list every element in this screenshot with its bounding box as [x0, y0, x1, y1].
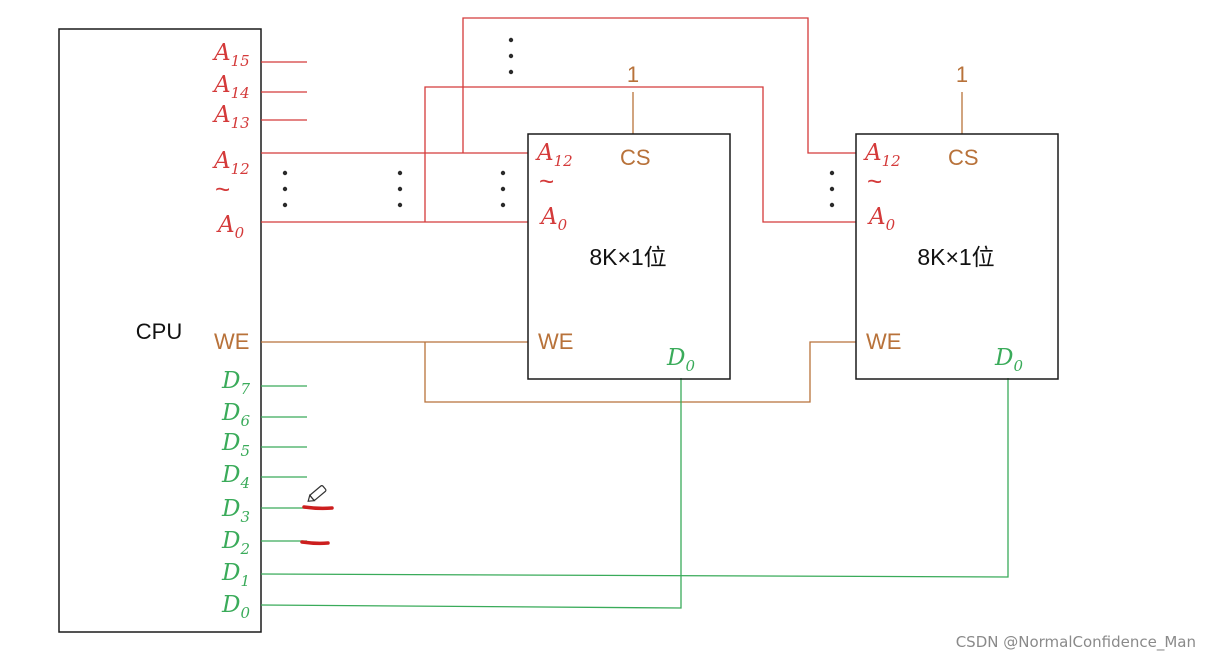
cpu-pin-d1: D1 — [221, 560, 250, 590]
chip-1-pin-a12: A12 — [535, 140, 573, 170]
cpu-pin-a12: A12 — [212, 148, 250, 178]
chip-2-pin-we: WE — [866, 329, 901, 354]
cpu-pin-a15: A15 — [212, 40, 250, 70]
chip-2-cs-label: CS — [948, 145, 979, 170]
watermark: CSDN @NormalConfidence_Man — [956, 633, 1196, 652]
chip-1-cs-label: CS — [620, 145, 651, 170]
wire-a12-to-chip2 — [462, 17, 856, 154]
dots-cpu-side — [282, 170, 288, 176]
cpu-pin-d3: D3 — [221, 496, 250, 526]
we-wires — [261, 92, 963, 403]
cpu-pin-d2: D2 — [221, 528, 250, 558]
cpu-range-mark: ~ — [215, 174, 230, 204]
red-mark-d3 — [302, 505, 334, 511]
chip-2-box — [855, 133, 1059, 380]
dots-chip2-side — [829, 170, 835, 176]
ellipsis-dots — [282, 37, 835, 208]
chip-1: 1 CS A12 ~ A0 8K×1位 WE D0 — [527, 62, 731, 380]
chip-2-range-mark: ~ — [867, 166, 882, 196]
cpu-pin-d0: D0 — [221, 592, 250, 622]
dots-chip1-side — [500, 170, 506, 176]
cpu-pin-we: WE — [214, 329, 249, 354]
chip-2-cs-value: 1 — [956, 62, 968, 87]
cpu-box — [58, 28, 262, 633]
chip-2-pin-a12: A12 — [863, 140, 901, 170]
cpu-pin-a0: A0 — [216, 212, 245, 242]
cpu-pin-d6: D6 — [221, 400, 250, 430]
chip-2: 1 CS A12 ~ A0 8K×1位 WE D0 — [855, 62, 1059, 380]
cpu-pin-a13: A13 — [212, 102, 250, 132]
dots-top — [508, 37, 514, 43]
chip-1-box — [527, 133, 731, 380]
cpu-label: CPU — [136, 319, 182, 344]
red-mark-d2 — [300, 540, 330, 546]
pen-annotations — [300, 485, 334, 546]
chip-1-pin-we: WE — [538, 329, 573, 354]
cpu-pin-d5: D5 — [221, 430, 250, 460]
chip-2-pin-a0: A0 — [867, 204, 896, 234]
chip-2-label: 8K×1位 — [917, 244, 994, 270]
dots-mid — [397, 170, 403, 176]
wire-d0-to-chip1 — [260, 378, 682, 609]
chip-1-range-mark: ~ — [539, 166, 554, 196]
data-wires — [260, 378, 1009, 609]
wire-d1-to-chip2 — [260, 378, 1009, 578]
cpu-address-labels: A15 A14 A13 A12 ~ A0 — [212, 40, 250, 242]
chip-1-label: 8K×1位 — [589, 244, 666, 270]
pen-cursor-icon — [307, 485, 327, 502]
cpu-data-labels: D7 D6 D5 D4 D3 D2 D1 D0 — [221, 368, 250, 622]
wire-a0-to-chip2 — [424, 86, 856, 223]
cpu-pin-a14: A14 — [212, 72, 250, 102]
address-wires — [261, 17, 856, 223]
cpu-pin-d4: D4 — [221, 462, 250, 492]
chip-1-pin-d0: D0 — [666, 345, 695, 375]
chip-1-pin-a0: A0 — [539, 204, 568, 234]
chip-2-pin-d0: D0 — [994, 345, 1023, 375]
chip-1-cs-value: 1 — [627, 62, 639, 87]
wire-we-chip2 — [424, 341, 856, 403]
cpu-pin-d7: D7 — [221, 368, 250, 398]
